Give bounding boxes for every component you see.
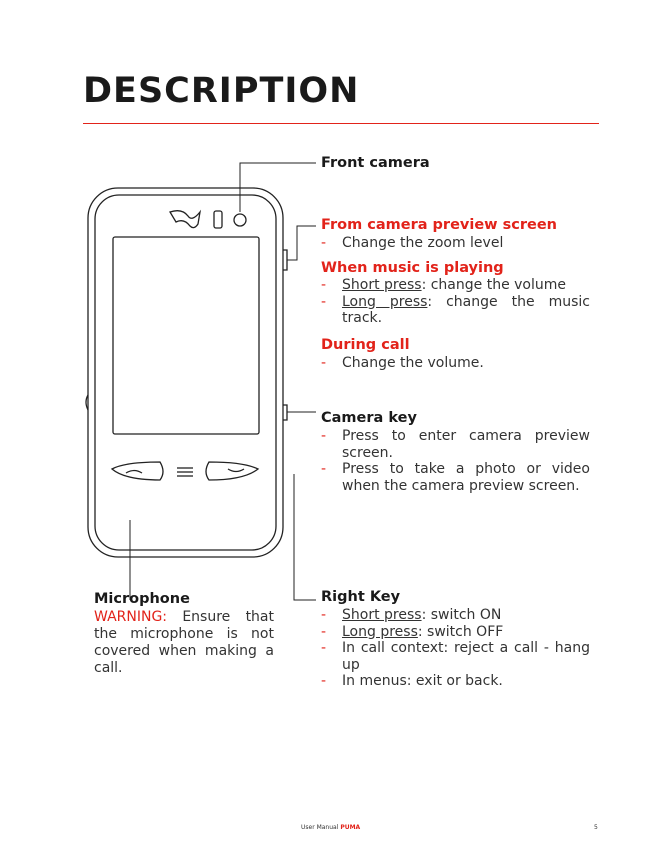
music-playing-list: -Short press: change the volume -Long pr…	[321, 277, 590, 327]
music-playing-heading: When music is playing	[321, 260, 504, 276]
list-item: -Long press: switch OFF	[321, 623, 504, 640]
warning-label: WARNING:	[94, 609, 168, 625]
during-call-list: -Change the volume.	[321, 355, 590, 372]
footer-brand: PUMA	[340, 824, 361, 831]
title-divider	[83, 123, 599, 124]
list-item: -Change the volume.	[321, 355, 484, 371]
end-key-shape	[205, 461, 260, 481]
puma-logo	[169, 209, 202, 229]
phone-screen	[112, 236, 260, 435]
phone-outer-body	[87, 187, 284, 558]
page-title: DESCRIPTION	[83, 71, 360, 111]
footer-manual: User Manual PUMA	[301, 824, 361, 831]
volume-key-callout	[287, 225, 316, 261]
page-number: 5	[594, 824, 598, 831]
list-item: -Long press: change the music track.	[321, 293, 590, 327]
front-camera-heading: Front camera	[321, 155, 430, 171]
camera-key-heading: Camera key	[321, 410, 417, 426]
right-key-callout	[293, 474, 316, 601]
microphone-warning: WARNING: Ensure that the microphone is n…	[94, 609, 274, 677]
front-camera-callout	[239, 162, 316, 212]
list-item: -Change the zoom level	[321, 235, 504, 251]
microphone-heading: Microphone	[94, 591, 190, 607]
list-item: -In call context: reject a call - hang u…	[321, 640, 590, 673]
warning-text: Ensure that the microphone is not covere…	[94, 609, 274, 676]
front-camera-lens	[233, 213, 247, 227]
list-item: -In menus: exit or back.	[321, 673, 503, 689]
camera-key-list: -Press to enter camera preview screen. -…	[321, 428, 590, 494]
phone-inner-body	[94, 194, 277, 551]
list-item: -Short press: change the volume	[321, 277, 566, 293]
during-call-heading: During call	[321, 337, 410, 353]
call-key-shape	[110, 461, 164, 481]
camera-preview-heading: From camera preview screen	[321, 217, 557, 233]
camera-preview-list: -Change the zoom level	[321, 235, 590, 252]
list-item: -Press to enter camera preview screen.	[321, 428, 590, 461]
right-key-heading: Right Key	[321, 589, 401, 605]
list-item: -Press to take a photo or video when the…	[321, 461, 590, 494]
sensor-slot	[213, 210, 223, 229]
list-item: -Short press: switch ON	[321, 607, 502, 623]
right-key-list: -Short press: switch ON -Long press: swi…	[321, 607, 590, 690]
